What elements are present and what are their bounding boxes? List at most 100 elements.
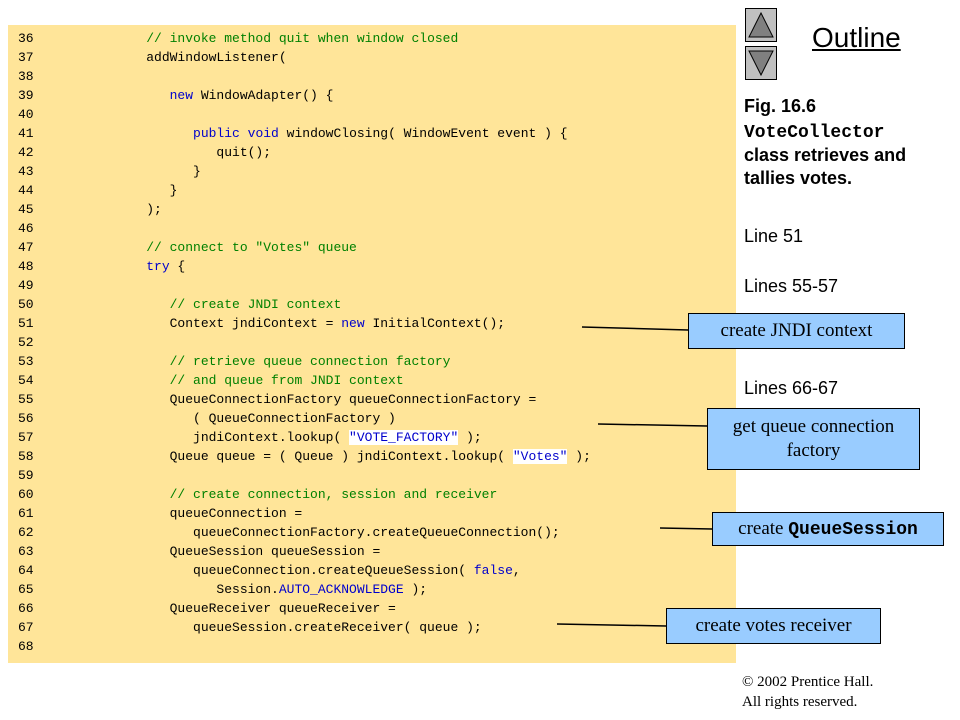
code-line: 47 // connect to "Votes" queue <box>8 238 736 257</box>
code-text: QueueReceiver queueReceiver = <box>76 601 396 616</box>
line-number: 59 <box>18 468 34 483</box>
code-text: // and queue from JNDI context <box>169 373 404 388</box>
code-line: 36 // invoke method quit when window clo… <box>8 29 736 48</box>
copyright-line-1: © 2002 Prentice Hall. <box>742 674 874 690</box>
code-line: 65 Session.AUTO_ACKNOWLEDGE ); <box>8 580 736 599</box>
code-line: 42 quit(); <box>8 143 736 162</box>
line-number: 46 <box>18 221 34 236</box>
callout-factory-line-1: get queue connection <box>732 416 895 437</box>
code-line: 44 } <box>8 181 736 200</box>
code-line: 53 // retrieve queue connection factory <box>8 352 736 371</box>
code-text: // create JNDI context <box>169 297 342 312</box>
outline-title[interactable]: Outline <box>812 22 901 53</box>
code-line: 56 ( QueueConnectionFactory ) <box>8 409 736 428</box>
triangle-up-icon <box>748 11 774 38</box>
line-number: 58 <box>18 449 34 464</box>
code-line: 38 <box>8 67 736 86</box>
code-text: // invoke method quit when window closed <box>146 31 459 46</box>
line-number: 63 <box>18 544 34 559</box>
line-number: 65 <box>18 582 34 597</box>
line-ref-66-67: Lines 66-67 <box>744 378 839 398</box>
line-number: 37 <box>18 50 34 65</box>
previous-slide-button[interactable] <box>745 8 777 42</box>
figure-label: Fig. 16.6 <box>744 96 817 116</box>
line-number: 52 <box>18 335 34 350</box>
line-number: 49 <box>18 278 34 293</box>
code-line: 40 <box>8 105 736 124</box>
code-line: 61 queueConnection = <box>8 504 736 523</box>
line-number: 38 <box>18 69 34 84</box>
figure-caption: Fig. 16.6 VoteCollector class retrieves … <box>744 96 906 189</box>
code-text: public void windowClosing( WindowEvent e… <box>193 126 568 141</box>
code-text: jndiContext.lookup( "VOTE_FACTORY" ); <box>76 430 482 445</box>
arrow-factory <box>597 420 721 433</box>
code-line: 57 jndiContext.lookup( "VOTE_FACTORY" ); <box>8 428 736 447</box>
line-number: 44 <box>18 183 34 198</box>
figure-desc-line-2: tallies votes. <box>744 168 853 188</box>
code-line: 46 <box>8 219 736 238</box>
code-text: queueConnection = <box>76 506 303 521</box>
code-text: queueConnection.createQueueSession( fals… <box>76 563 521 578</box>
code-text: Session.AUTO_ACKNOWLEDGE ); <box>76 582 428 597</box>
code-line: 66 QueueReceiver queueReceiver = <box>8 599 736 618</box>
code-line: 50 // create JNDI context <box>8 295 736 314</box>
code-line: 48 try { <box>8 257 736 276</box>
callout-jndi-context: create JNDI context <box>688 313 905 349</box>
next-slide-button[interactable] <box>745 46 777 80</box>
code-text: ); <box>76 202 162 217</box>
code-line: 43 } <box>8 162 736 181</box>
line-number: 66 <box>18 601 34 616</box>
line-number: 54 <box>18 373 34 388</box>
line-number: 40 <box>18 107 34 122</box>
copyright-line-2: All rights reserved. <box>742 694 858 710</box>
code-line: 63 QueueSession queueSession = <box>8 542 736 561</box>
code-line: 64 queueConnection.createQueueSession( f… <box>8 561 736 580</box>
code-line: 59 <box>8 466 736 485</box>
arrow-session <box>659 523 726 536</box>
line-number: 51 <box>18 316 34 331</box>
code-line: 49 <box>8 276 736 295</box>
code-line: 39 new WindowAdapter() { <box>8 86 736 105</box>
code-line: 52 <box>8 333 736 352</box>
code-text: // connect to "Votes" queue <box>146 240 357 255</box>
line-number: 67 <box>18 620 34 635</box>
code-text: quit(); <box>76 145 272 160</box>
code-line: 68 <box>8 637 736 656</box>
code-text: Queue queue = ( Queue ) jndiContext.look… <box>76 449 591 464</box>
line-number: 55 <box>18 392 34 407</box>
callout-session-code: QueueSession <box>788 520 918 540</box>
arrow-jndi <box>581 324 702 337</box>
arrow-receiver <box>556 620 680 633</box>
code-text: addWindowListener( <box>76 50 287 65</box>
code-listing: 36 // invoke method quit when window clo… <box>8 25 736 663</box>
line-number: 48 <box>18 259 34 274</box>
line-ref-51: Line 51 <box>744 226 804 246</box>
code-line: 37 addWindowListener( <box>8 48 736 67</box>
line-number: 39 <box>18 88 34 103</box>
line-number: 64 <box>18 563 34 578</box>
figure-class-name: VoteCollector <box>744 123 885 143</box>
callout-factory-line-2: factory <box>786 440 841 461</box>
line-number: 57 <box>18 430 34 445</box>
line-number: 68 <box>18 639 34 654</box>
line-number: 36 <box>18 31 34 46</box>
line-number: 42 <box>18 145 34 160</box>
triangle-down-icon <box>748 50 774 77</box>
code-text: } <box>76 164 201 179</box>
code-text: // create connection, session and receiv… <box>169 487 498 502</box>
code-text: QueueSession queueSession = <box>76 544 381 559</box>
code-text: // retrieve queue connection factory <box>169 354 451 369</box>
copyright: © 2002 Prentice Hall. All rights reserve… <box>742 672 873 712</box>
code-text: new WindowAdapter() { <box>169 88 334 103</box>
code-text: Context jndiContext = new InitialContext… <box>76 316 506 331</box>
line-number: 43 <box>18 164 34 179</box>
code-text: queueSession.createReceiver( queue ); <box>76 620 482 635</box>
line-number: 47 <box>18 240 34 255</box>
callout-queue-factory: get queue connection factory <box>707 408 920 470</box>
line-ref-55-57: Lines 55-57 <box>744 276 839 296</box>
code-line: 58 Queue queue = ( Queue ) jndiContext.l… <box>8 447 736 466</box>
code-line: 41 public void windowClosing( WindowEven… <box>8 124 736 143</box>
line-number: 62 <box>18 525 34 540</box>
figure-desc-line-1: class retrieves and <box>744 145 907 165</box>
